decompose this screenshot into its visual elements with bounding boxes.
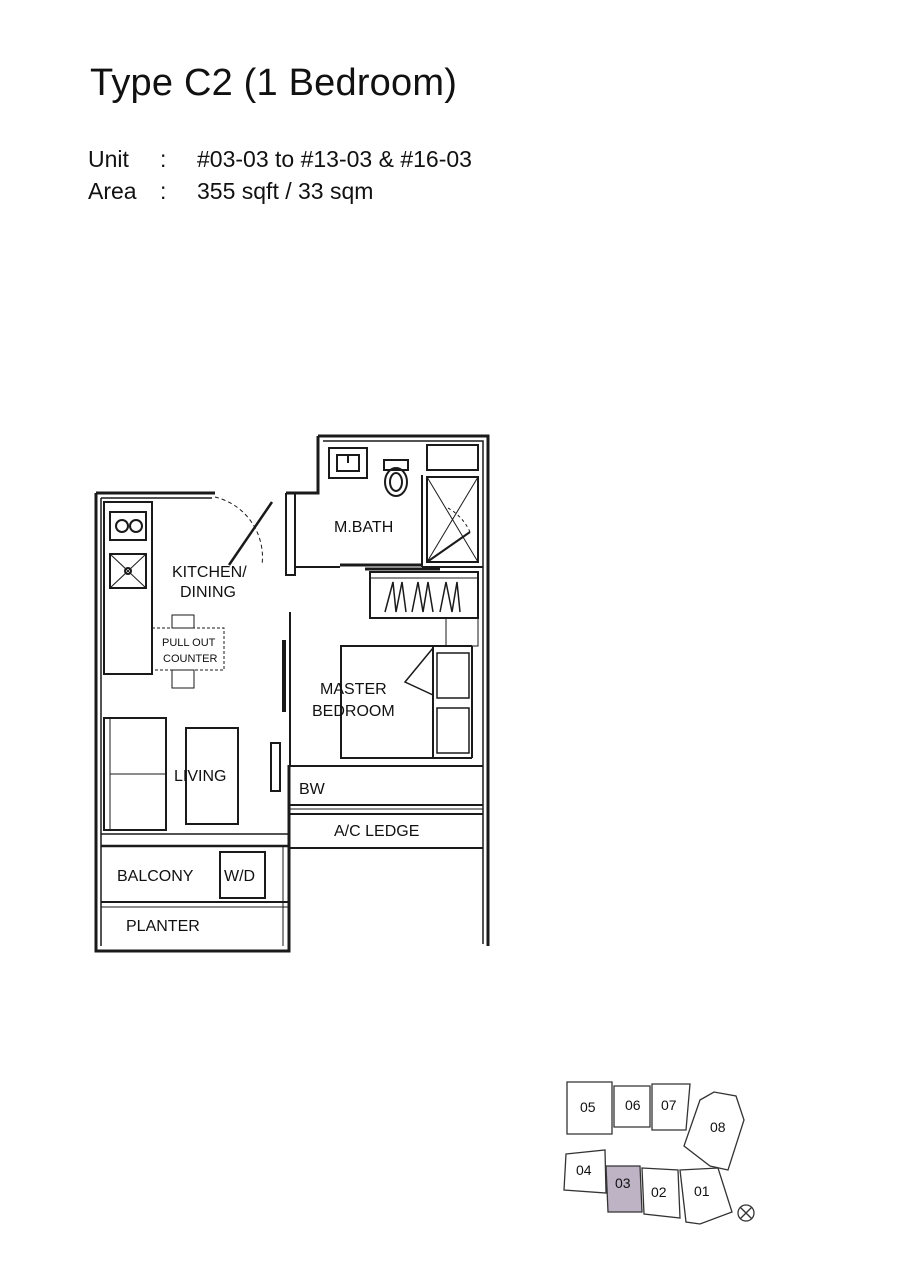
key-unit-02 [641,1167,681,1219]
main-door [214,496,274,566]
wardrobe [369,571,479,647]
balcony-label: BALCONY [117,868,194,885]
area-value: 355 sqft / 33 sqm [197,178,374,204]
key-label-08: 08 [710,1119,726,1135]
key-unit-01 [679,1167,733,1225]
bw-label: BW [299,781,326,798]
unit-info: Unit : #03-03 to #13-03 & #16-03 [88,146,472,173]
kitchen-counter [103,501,153,675]
key-label-04: 04 [576,1162,592,1178]
key-label-07: 07 [661,1097,677,1113]
bed [340,645,473,759]
key-label-02: 02 [651,1184,667,1200]
m-bath-label: M.BATH [334,519,393,536]
pull-out-label-2: COUNTER [163,653,217,665]
key-unit-04 [563,1149,607,1194]
balcony-area [101,833,289,946]
master-bedroom-label-1: MASTER [320,681,387,698]
area-separator: : [160,178,167,204]
key-label-01: 01 [694,1183,710,1199]
bedroom-wall [270,612,291,820]
area-info: Area : 355 sqft / 33 sqm [88,178,373,205]
bath-sliding-door [340,563,440,571]
unit-separator: : [160,146,167,172]
key-label-05: 05 [580,1099,596,1115]
north-compass-icon [737,1204,755,1222]
page-title: Type C2 (1 Bedroom) [90,62,458,104]
room-labels: M.BATH KITCHEN/ DINING PULL OUT COUNTER … [117,519,419,935]
outer-walls [94,434,490,953]
key-plan: 05 06 07 08 04 03 02 01 [563,1081,755,1225]
pull-out-counter [151,614,225,689]
wd-label: W/D [224,868,255,885]
pull-out-label-1: PULL OUT [162,637,216,649]
key-unit-08 [683,1091,745,1171]
planter-label: PLANTER [126,918,200,935]
key-unit-07 [651,1083,691,1131]
area-label: Area [88,178,137,204]
bay-window [289,765,483,849]
key-unit-03 [605,1165,643,1213]
unit-label: Unit [88,146,129,172]
unit-value: #03-03 to #13-03 & #16-03 [197,146,472,172]
ac-ledge-label: A/C LEDGE [334,823,419,840]
kitchen-label-2: DINING [180,584,236,601]
key-label-03: 03 [615,1175,631,1191]
key-label-06: 06 [625,1097,641,1113]
m-bath-area [285,444,483,576]
key-unit-06 [613,1085,651,1128]
kitchen-label-1: KITCHEN/ [172,564,247,581]
living-furniture [103,717,239,831]
living-label: LIVING [174,768,226,785]
key-unit-05 [566,1081,613,1135]
master-bedroom-label-2: BEDROOM [312,703,395,720]
